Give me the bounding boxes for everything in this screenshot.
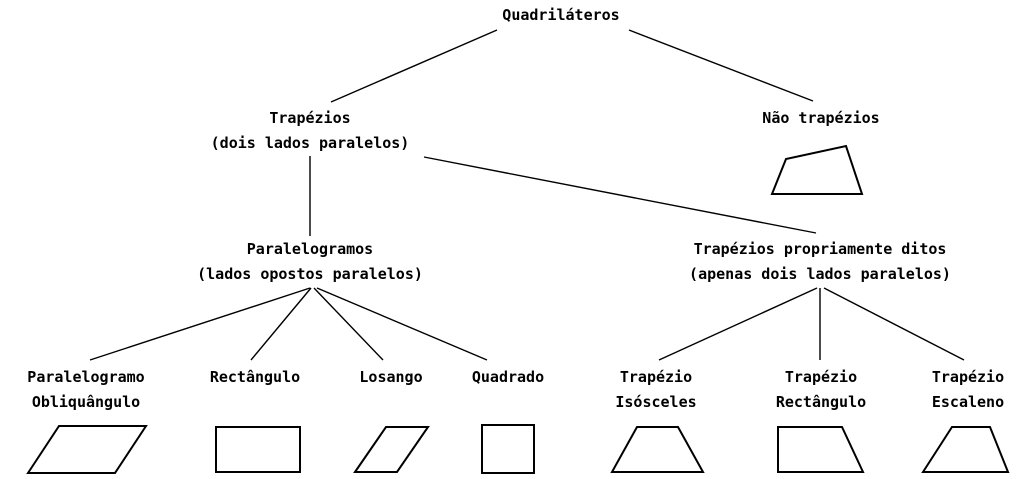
node-nao-trapezios: Não trapézios [762,109,880,127]
leaf-label-line1: Rectângulo [209,368,301,386]
node-paralelogramos-label: Paralelogramos [246,240,374,258]
leaf-losango: Losango [359,365,422,390]
rectangle-shape [215,426,301,473]
node-trapezios: Trapézios (dois lados paralelos) [211,106,410,156]
node-trapezios-proprios: Trapézios propriamente ditos (apenas doi… [689,237,951,287]
leaf-quadrado: Quadrado [472,365,544,390]
node-trapezios-proprios-label: Trapézios propriamente ditos [693,240,947,258]
right-trapezoid-shape [777,426,865,473]
edge-paralelogramos-losango [313,287,384,361]
leaf-paralelogramo-obliquangulo: Paralelogramo Obliquângulo [27,365,144,415]
leaf-label-line1: Trapézio [784,368,858,386]
parallelogram-shape [26,425,148,474]
edge-paralelogramos-paralelogramo [89,287,311,361]
isosceles-trapezoid-shape [610,426,705,473]
edge-paralelogramos-rectangulo [250,287,312,361]
node-quadrilateros: Quadriláteros [502,6,620,24]
leaf-trapezio-rectangulo: Trapézio Rectângulo [776,365,866,415]
leaf-label-line2: Escaleno [931,393,1005,411]
edge-root-nao-trapezios [628,29,814,102]
node-paralelogramos-subtitle: (lados opostos paralelos) [197,265,423,283]
leaf-label-line1: Losango [359,368,423,386]
node-paralelogramos: Paralelogramos (lados opostos paralelos) [197,237,423,287]
leaf-trapezio-escaleno: Trapézio Escaleno [932,365,1004,415]
edge-trapezios-trapezios-proprios [423,156,817,234]
leaf-label-line2: Obliquângulo [31,393,141,411]
leaf-trapezio-isosceles: Trapézio Isósceles [615,365,696,415]
edge-paralelogramos-quadrado [316,287,488,361]
node-trapezios-label: Trapézios [269,109,351,127]
node-trapezios-proprios-subtitle: (apenas dois lados paralelos) [689,265,951,283]
square-shape [481,424,535,474]
node-trapezios-subtitle: (dois lados paralelos) [210,134,410,152]
edge-proprios-escaleno [823,287,965,361]
leaf-label-line1: Quadrado [471,368,545,386]
leaf-label-line1: Paralelogramo [27,368,145,386]
leaf-label-line2: Rectângulo [775,393,867,411]
irregular-quadrilateral-shape [770,144,864,195]
edge-root-trapezios [330,29,498,103]
scalene-trapezoid-shape [921,426,1010,473]
leaf-rectangulo: Rectângulo [210,365,300,390]
rhombus-shape [353,426,430,473]
leaf-label-line1: Trapézio [931,368,1005,386]
leaf-label-line1: Trapézio [619,368,693,386]
leaf-label-line2: Isósceles [615,393,697,411]
edge-proprios-isosceles [658,287,818,361]
